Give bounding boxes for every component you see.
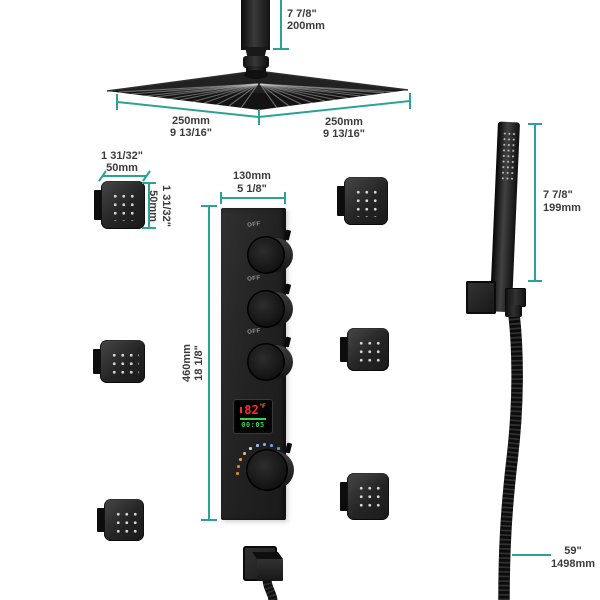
thermostat-knob <box>246 442 294 491</box>
temperature-display: 82 °F 00:05 <box>233 399 273 434</box>
knob-pointer <box>283 229 292 241</box>
wand-wall-bracket <box>466 281 496 314</box>
body-jet <box>94 181 145 229</box>
wall-supply-elbow-top <box>252 552 283 559</box>
valve-knob-2 <box>247 283 293 328</box>
arm-connector-nut <box>243 56 269 68</box>
body-jet-mount <box>340 482 349 511</box>
dim-valve-height-mm: 460mm <box>181 344 193 382</box>
valve-knob-3 <box>247 336 293 381</box>
dim-jet-height-inch: 1 31/32" <box>160 185 172 227</box>
dim-head-left-inch: 9 13/16" <box>170 127 212 139</box>
body-jet-nozzles <box>355 482 383 512</box>
body-jet-nozzles <box>108 349 139 375</box>
display-red-tick <box>240 407 243 413</box>
body-jet-nozzles <box>112 508 138 533</box>
knob-pointer <box>283 336 292 348</box>
dim-hose-inch: 59" <box>564 545 582 557</box>
wand-spray-face <box>499 129 517 183</box>
display-timer: 00:05 <box>241 421 265 429</box>
dim-ceiling-arm-mm: 200mm <box>287 20 325 32</box>
dim-hose-mm: 1498mm <box>550 558 596 570</box>
dim-handheld-mm: 199mm <box>543 202 581 214</box>
body-jet-mount <box>94 190 103 220</box>
arm-connector <box>245 47 267 58</box>
valve-knob-1 <box>247 229 293 274</box>
wand-bracket-clamp <box>505 288 526 307</box>
wall-supply-elbow-outlet <box>257 559 283 581</box>
elbow-hose <box>262 574 278 600</box>
shower-hose <box>498 308 523 600</box>
dim-valve-width-inch: 5 1/8" <box>237 183 267 195</box>
body-jet <box>337 177 388 225</box>
body-jet <box>97 499 144 541</box>
display-temperature: 82 <box>244 403 259 417</box>
dim-head-right-inch: 9 13/16" <box>323 128 365 140</box>
dim-head-right-mm: 250mm <box>325 116 363 128</box>
dim-ceiling-arm-inch: 7 7/8" <box>287 8 317 20</box>
body-jet-mount <box>340 337 349 362</box>
body-jet-nozzles <box>352 186 382 217</box>
hose-connector-nut <box>505 305 522 317</box>
body-jet-nozzles <box>109 190 139 221</box>
body-jet <box>340 473 389 520</box>
dim-head-left-mm: 250mm <box>172 115 210 127</box>
ceiling-shower-arm <box>241 0 270 50</box>
display-unit: °F <box>259 404 266 410</box>
display-screen: 82 °F 00:05 <box>236 402 270 431</box>
body-jet <box>340 328 389 371</box>
dim-handheld-inch: 7 7/8" <box>543 189 573 201</box>
dim-jet-width-mm: 50mm <box>106 162 138 174</box>
display-divider <box>240 418 266 420</box>
body-jet-mount <box>93 349 102 374</box>
knob-pointer <box>284 442 293 454</box>
arm-swivel-flange <box>244 70 268 79</box>
dim-jet-width-inch: 1 31/32" <box>101 150 143 162</box>
knob-pointer <box>283 283 292 295</box>
dim-jet-height-mm: 50mm <box>147 190 159 222</box>
body-jet-mount <box>97 508 106 532</box>
body-jet <box>93 340 145 383</box>
body-jet-mount <box>337 186 346 216</box>
body-jet-nozzles <box>355 337 383 363</box>
dim-valve-height-inch: 18 1/8" <box>193 345 205 381</box>
dim-valve-width-mm: 130mm <box>233 170 271 182</box>
